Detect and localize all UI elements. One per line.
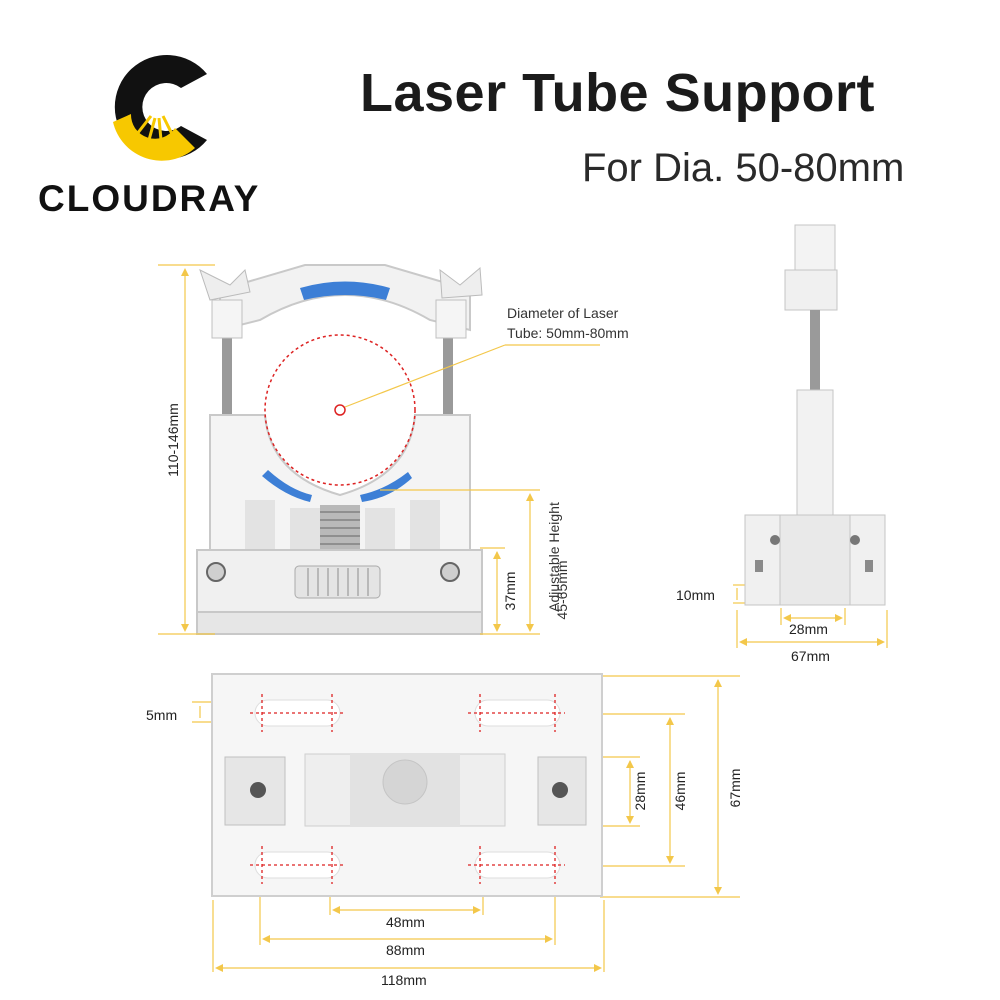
front-view-illustration	[196, 264, 600, 635]
hole-height-label: 28mm	[632, 771, 648, 811]
page-subtitle: For Dia. 50-80mm	[582, 146, 905, 190]
base-view-illustration	[211, 673, 603, 897]
side-base-width-label: 67mm	[791, 648, 830, 664]
adjustable-height-line2: 45-65mm	[554, 560, 570, 620]
total-length-label: 118mm	[381, 972, 427, 988]
base-depth-label: 67mm	[727, 768, 743, 808]
cloudray-logo-icon	[113, 55, 207, 161]
brand-name: CLOUDRAY	[38, 178, 261, 219]
diameter-note-line2: Tube: 50mm-80mm	[507, 325, 629, 341]
page-title: Laser Tube Support	[360, 63, 876, 123]
side-view-illustration	[744, 224, 886, 606]
outer-spacing-label: 88mm	[386, 942, 425, 958]
inner-spacing-label: 48mm	[386, 914, 425, 930]
base-height-label: 37mm	[502, 571, 518, 611]
height-range-label: 110-146mm	[165, 403, 181, 477]
slot-width-label: 5mm	[146, 707, 178, 723]
diameter-note-line1: Diameter of Laser	[507, 305, 619, 321]
inner-width-label: 28mm	[789, 621, 828, 637]
base-thickness-label: 10mm	[676, 587, 715, 603]
slot-spacing-label: 46mm	[672, 771, 688, 811]
